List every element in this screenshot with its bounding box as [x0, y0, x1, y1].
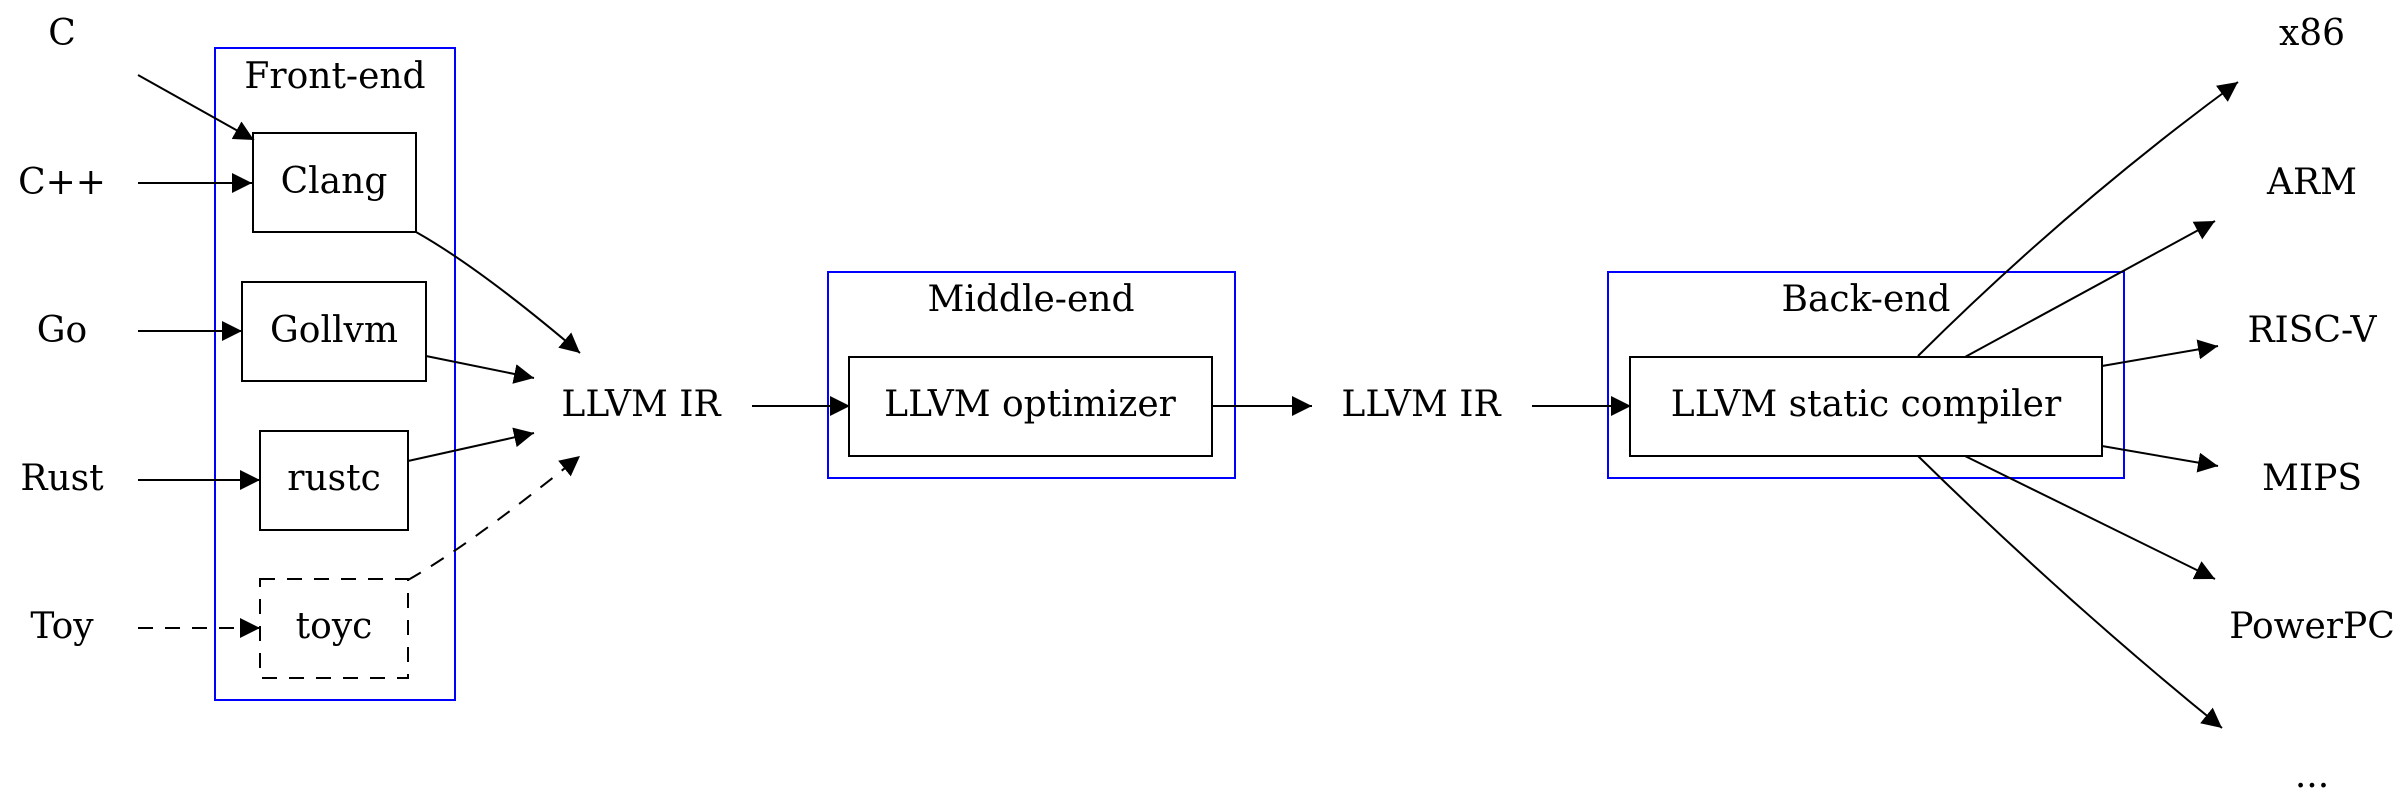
- edge-gollvm-to-ir: [425, 355, 535, 384]
- toyc-node-label: toyc: [296, 606, 373, 647]
- edge-toyc-to-ir: [407, 455, 581, 581]
- target-mips: MIPS: [2262, 458, 2362, 499]
- backend-cluster: [1607, 271, 2125, 479]
- target-arm: ARM: [2266, 162, 2357, 203]
- edge-c-to-clang: [137, 74, 255, 141]
- rustc-node-label: rustc: [287, 458, 381, 499]
- frontend-cluster: [214, 47, 456, 701]
- edge-compiler-to-x86: [1917, 81, 2239, 357]
- static-compiler-node: [1629, 356, 2103, 457]
- optimizer-node: [848, 356, 1213, 457]
- target-more: ...: [2295, 755, 2329, 796]
- edge-compiler-to-arm: [1964, 220, 2216, 358]
- target-x86: x86: [2279, 13, 2345, 54]
- backend-cluster-title: Back-end: [1782, 279, 1951, 320]
- llvm-ir-label-2: LLVM IR: [1341, 384, 1501, 425]
- rustc-node: [259, 430, 409, 531]
- frontend-cluster-title: Front-end: [244, 56, 425, 97]
- gollvm-node-label: Gollvm: [270, 310, 398, 351]
- clang-node: [252, 132, 417, 233]
- edge-compiler-to-more: [1917, 455, 2223, 729]
- middleend-cluster: [827, 271, 1236, 479]
- edge-clang-to-ir: [415, 231, 581, 354]
- middleend-cluster-title: Middle-end: [928, 279, 1135, 320]
- target-powerpc: PowerPC: [2229, 606, 2395, 647]
- language-c: C: [48, 13, 76, 54]
- llvm-ir-label-1: LLVM IR: [561, 384, 721, 425]
- edge-rustc-to-ir: [407, 427, 535, 462]
- target-riscv: RISC-V: [2247, 310, 2377, 351]
- language-cpp: C++: [18, 162, 106, 203]
- edge-compiler-to-mips: [2101, 445, 2219, 473]
- edge-compiler-to-riscv: [2101, 339, 2219, 367]
- clang-node-label: Clang: [281, 161, 388, 202]
- language-go: Go: [37, 310, 87, 351]
- language-toy: Toy: [30, 606, 94, 647]
- gollvm-node: [241, 281, 427, 382]
- language-rust: Rust: [20, 458, 104, 499]
- static-compiler-node-label: LLVM static compiler: [1671, 384, 2062, 425]
- optimizer-node-label: LLVM optimizer: [884, 384, 1176, 425]
- edge-compiler-to-powerpc: [1964, 455, 2216, 580]
